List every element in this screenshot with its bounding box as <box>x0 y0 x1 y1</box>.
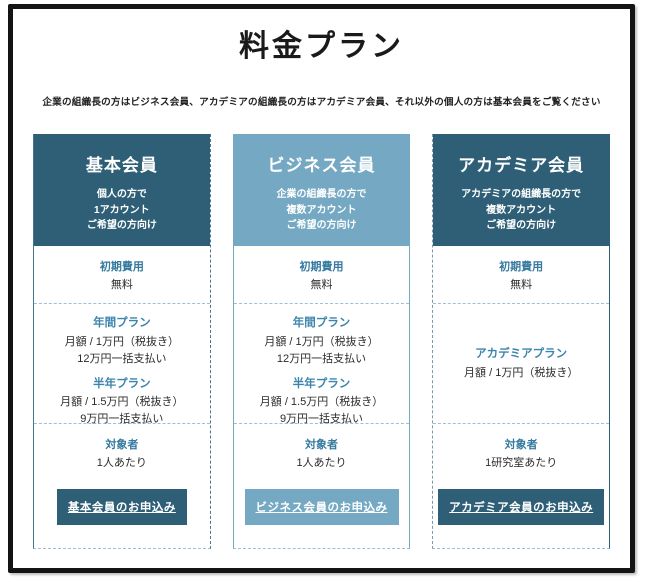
plan-description: アカデミアの組織長の方で 複数アカウント ご希望の方向け <box>433 187 609 234</box>
initial-fee-label: 初期費用 <box>499 261 544 273</box>
pricing-line: 月額 / 1万円（税抜き） <box>264 335 379 348</box>
pricing-block-label: 半年プラン <box>93 377 151 390</box>
target-value: 1人あたり <box>296 456 347 469</box>
initial-fee-section: 初期費用 無料 <box>34 246 210 304</box>
target-label: 対象者 <box>504 439 538 451</box>
initial-fee-label: 初期費用 <box>299 261 344 273</box>
initial-fee-label: 初期費用 <box>99 261 144 273</box>
pricing-section: アカデミアプラン 月額 / 1万円（税抜き） <box>433 304 610 424</box>
pricing-line: 9万円一括支払い <box>279 413 364 426</box>
initial-fee-value: 無料 <box>110 278 133 291</box>
plan-description-line: 複数アカウント <box>286 204 357 216</box>
plan-name: ビジネス会員 <box>267 156 376 175</box>
page-title: 料金プラン <box>239 30 404 63</box>
plan-header-academia: アカデミア会員 アカデミアの組織長の方で 複数アカウント ご希望の方向け <box>433 134 610 246</box>
pricing-block-half-year: 半年プラン 月額 / 1.5万円（税抜き） 9万円一括支払い <box>234 375 410 429</box>
initial-fee-section: 初期費用 無料 <box>233 246 410 304</box>
plan-description-line: 個人の方で <box>96 189 147 200</box>
pricing-block-label: 年間プラン <box>292 317 351 329</box>
plan-header-business: ビジネス会員 企業の組織長の方で 複数アカウント ご希望の方向け <box>233 134 410 246</box>
pricing-line: 月額 / 1万円（税抜き） <box>464 366 579 379</box>
target-section: 対象者 1研究室あたり アカデミア会員のお申込み <box>433 424 610 548</box>
pricing-line: 月額 / 1万円（税抜き） <box>64 335 179 348</box>
plan-name: アカデミア会員 <box>458 156 585 175</box>
plan-description-line: ご希望の方向け <box>486 220 557 231</box>
pricing-section: 年間プラン 月額 / 1万円（税抜き） 12万円一括支払い 半年プラン 月額 /… <box>233 304 410 425</box>
target-label: 対象者 <box>305 439 338 451</box>
plan-description-line: 複数アカウント <box>486 204 557 216</box>
pricing-line: 12万円一括支払い <box>276 352 367 365</box>
page-subtitle: 企業の組織長の方はビジネス会員、アカデミアの組織長の方はアカデミア会員、それ以外… <box>42 97 601 108</box>
plan-card-business: ビジネス会員 企業の組織長の方で 複数アカウント ご希望の方向け 初期費用 無料… <box>232 134 411 549</box>
pricing-block-half-year: 半年プラン 月額 / 1.5万円（税抜き） 9万円一括支払い <box>34 375 210 429</box>
pricing-block-label: 半年プラン <box>292 377 351 390</box>
pricing-line: 月額 / 1.5万円（税抜き） <box>60 396 184 409</box>
plan-description-line: 企業の組織長の方で <box>276 189 367 200</box>
plan-name: 基本会員 <box>85 156 158 175</box>
plan-columns: 基本会員 個人の方で 1アカウント ご希望の方向け 初期費用 無料 年間プラン … <box>13 134 630 549</box>
plan-description: 個人の方で 1アカウント ご希望の方向け <box>34 187 210 234</box>
pricing-block-label: 年間プラン <box>93 317 151 329</box>
pricing-block-annual: 年間プラン 月額 / 1万円（税抜き） 12万円一括支払い <box>34 314 210 368</box>
plan-card-academia: アカデミア会員 アカデミアの組織長の方で 複数アカウント ご希望の方向け 初期費… <box>432 134 611 549</box>
pricing-page-frame: 料金プラン 企業の組織長の方はビジネス会員、アカデミアの組織長の方はアカデミア会… <box>8 4 635 573</box>
pricing-line: 9万円一括支払い <box>80 413 164 426</box>
plan-description-line: ご希望の方向け <box>86 220 157 231</box>
target-value: 1研究室あたり <box>485 456 558 469</box>
plan-header-basic: 基本会員 個人の方で 1アカウント ご希望の方向け <box>34 134 210 246</box>
plan-description-line: ご希望の方向け <box>286 220 357 231</box>
plan-description-line: アカデミアの組織長の方で <box>461 189 582 200</box>
apply-business-button[interactable]: ビジネス会員のお申込み <box>244 488 399 525</box>
apply-academia-button[interactable]: アカデミア会員のお申込み <box>438 488 605 525</box>
target-label: 対象者 <box>105 439 139 451</box>
target-value: 1人あたり <box>96 456 147 469</box>
pricing-line: 12万円一括支払い <box>77 352 167 365</box>
target-section: 対象者 1人あたり 基本会員のお申込み <box>34 424 210 548</box>
plan-card-basic: 基本会員 個人の方で 1アカウント ご希望の方向け 初期費用 無料 年間プラン … <box>33 134 211 549</box>
target-section: 対象者 1人あたり ビジネス会員のお申込み <box>233 424 410 548</box>
initial-fee-section: 初期費用 無料 <box>433 246 610 304</box>
initial-fee-value: 無料 <box>510 278 533 291</box>
plan-description: 企業の組織長の方で 複数アカウント ご希望の方向け <box>234 187 410 234</box>
pricing-line: 月額 / 1.5万円（税抜き） <box>259 396 384 409</box>
pricing-block-annual: 年間プラン 月額 / 1万円（税抜き） 12万円一括支払い <box>234 314 410 368</box>
plan-description-line: 1アカウント <box>94 204 150 216</box>
initial-fee-value: 無料 <box>310 278 333 291</box>
pricing-block-academia: アカデミアプラン 月額 / 1万円（税抜き） <box>433 345 609 382</box>
pricing-section: 年間プラン 月額 / 1万円（税抜き） 12万円一括支払い 半年プラン 月額 /… <box>34 304 210 425</box>
pricing-block-label: アカデミアプラン <box>475 348 568 361</box>
apply-basic-button[interactable]: 基本会員のお申込み <box>56 488 187 525</box>
